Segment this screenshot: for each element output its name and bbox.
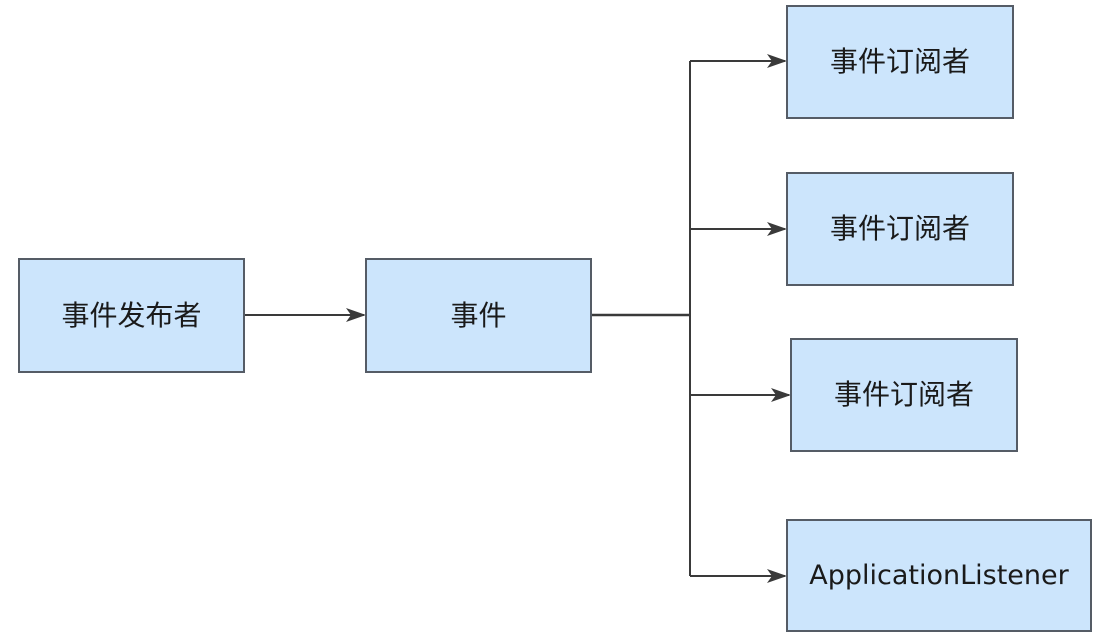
node-application-listener: ApplicationListener (786, 519, 1092, 632)
node-application-listener-label: ApplicationListener (809, 560, 1069, 591)
node-event-subscriber-2: 事件订阅者 (786, 172, 1014, 286)
node-event-publisher: 事件发布者 (18, 258, 245, 373)
node-event-subscriber-2-label: 事件订阅者 (829, 212, 970, 245)
node-event-subscriber-3: 事件订阅者 (790, 338, 1018, 452)
node-event-subscriber-1: 事件订阅者 (786, 5, 1014, 119)
node-event-label: 事件 (450, 298, 507, 332)
node-event-subscriber-3-label: 事件订阅者 (833, 378, 974, 411)
node-event-subscriber-1-label: 事件订阅者 (829, 45, 970, 78)
node-event: 事件 (365, 258, 592, 373)
node-event-publisher-label: 事件发布者 (61, 298, 202, 332)
